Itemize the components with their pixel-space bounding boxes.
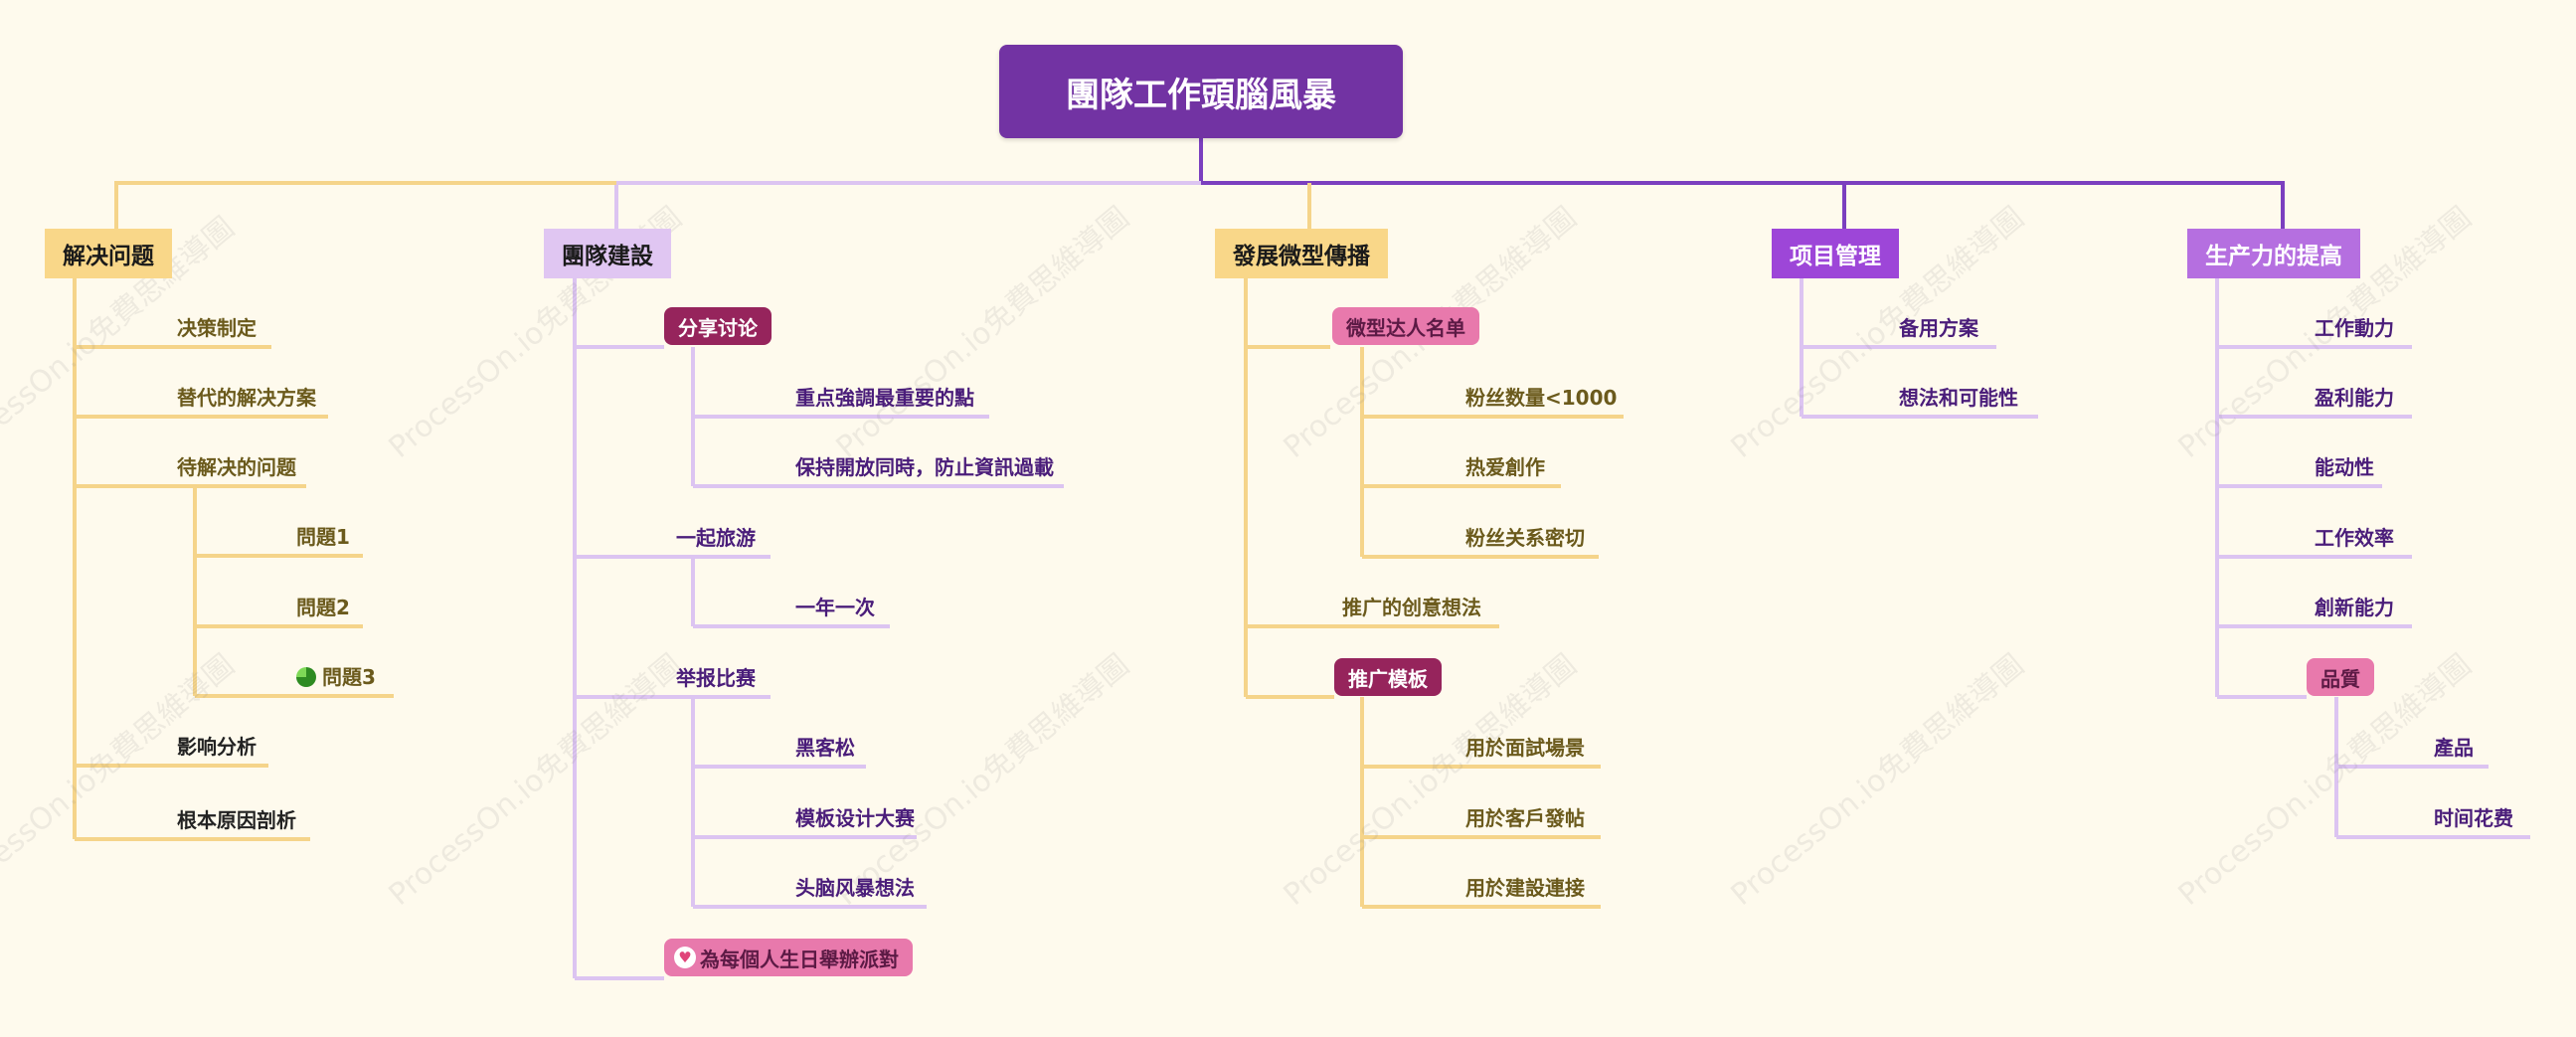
topic-travel-item[interactable]: 一年一次: [795, 596, 875, 619]
topic-template-item[interactable]: 用於面試場景: [1465, 736, 1585, 760]
topic-productivity-item[interactable]: 能动性: [2315, 455, 2374, 479]
topic-quality[interactable]: 品質: [2307, 658, 2374, 696]
topic-question-1[interactable]: 問題1: [296, 525, 350, 549]
topic-influencers[interactable]: 微型达人名单: [1332, 307, 1479, 345]
topic-travel[interactable]: 一起旅游: [676, 526, 756, 550]
topic-contest-item[interactable]: 模板设计大赛: [795, 806, 915, 830]
topic-share-item[interactable]: 重点強調最重要的點: [795, 386, 974, 410]
topic-productivity-item[interactable]: 創新能力: [2315, 596, 2394, 619]
topic-question-2[interactable]: 問題2: [296, 596, 350, 619]
topic-template-item[interactable]: 用於建設連接: [1465, 876, 1585, 900]
topic-pending[interactable]: 待解决的问题: [177, 455, 296, 479]
topic-quality-item[interactable]: 產品: [2434, 736, 2474, 760]
branch-micro-marketing[interactable]: 發展微型傳播: [1215, 229, 1388, 278]
topic-alternatives[interactable]: 替代的解决方案: [177, 386, 316, 410]
topic-template-item[interactable]: 用於客戶發帖: [1465, 806, 1585, 830]
topic-influencer-item[interactable]: 粉丝关系密切: [1465, 526, 1585, 550]
topic-share-item[interactable]: 保持開放同時，防止資訊過載: [795, 455, 1054, 479]
topic-party-label: 為每個人生日舉辦派對: [700, 947, 899, 971]
topic-pm-item[interactable]: 备用方案: [1899, 316, 1978, 340]
branch-project-management[interactable]: 项目管理: [1772, 229, 1899, 278]
heart-icon: ♥: [674, 947, 696, 968]
topic-productivity-item[interactable]: 工作動力: [2315, 316, 2394, 340]
topic-impact[interactable]: 影响分析: [177, 735, 257, 759]
topic-question-3[interactable]: 問題3: [296, 663, 376, 691]
topic-influencer-item[interactable]: 热爱創作: [1465, 455, 1545, 479]
root-topic[interactable]: 團隊工作頭腦風暴: [999, 45, 1403, 138]
progress-pie-icon: [296, 667, 316, 687]
topic-pm-item[interactable]: 想法和可能性: [1899, 386, 2018, 410]
branch-team-building[interactable]: 團隊建設: [544, 229, 671, 278]
topic-decision[interactable]: 决策制定: [177, 316, 257, 340]
topic-templates[interactable]: 推广模板: [1334, 658, 1442, 696]
topic-quality-item[interactable]: 时间花费: [2434, 806, 2513, 830]
topic-party[interactable]: ♥為每個人生日舉辦派對: [664, 939, 913, 976]
topic-question-3-label: 問題3: [322, 665, 376, 689]
topic-root-cause[interactable]: 根本原因剖析: [177, 808, 296, 832]
topic-productivity-item[interactable]: 盈利能力: [2315, 386, 2394, 410]
topic-share[interactable]: 分享讨论: [664, 307, 772, 345]
topic-productivity-item[interactable]: 工作效率: [2315, 526, 2394, 550]
branch-productivity[interactable]: 生产力的提高: [2187, 229, 2360, 278]
branch-solve-problems[interactable]: 解决问题: [45, 229, 172, 278]
topic-contest[interactable]: 举报比赛: [676, 666, 756, 690]
topic-influencer-item[interactable]: 粉丝数量<1000: [1465, 386, 1618, 410]
topic-ideas[interactable]: 推广的创意想法: [1342, 596, 1481, 619]
topic-contest-item[interactable]: 头脑风暴想法: [795, 876, 915, 900]
topic-contest-item[interactable]: 黑客松: [795, 736, 855, 760]
